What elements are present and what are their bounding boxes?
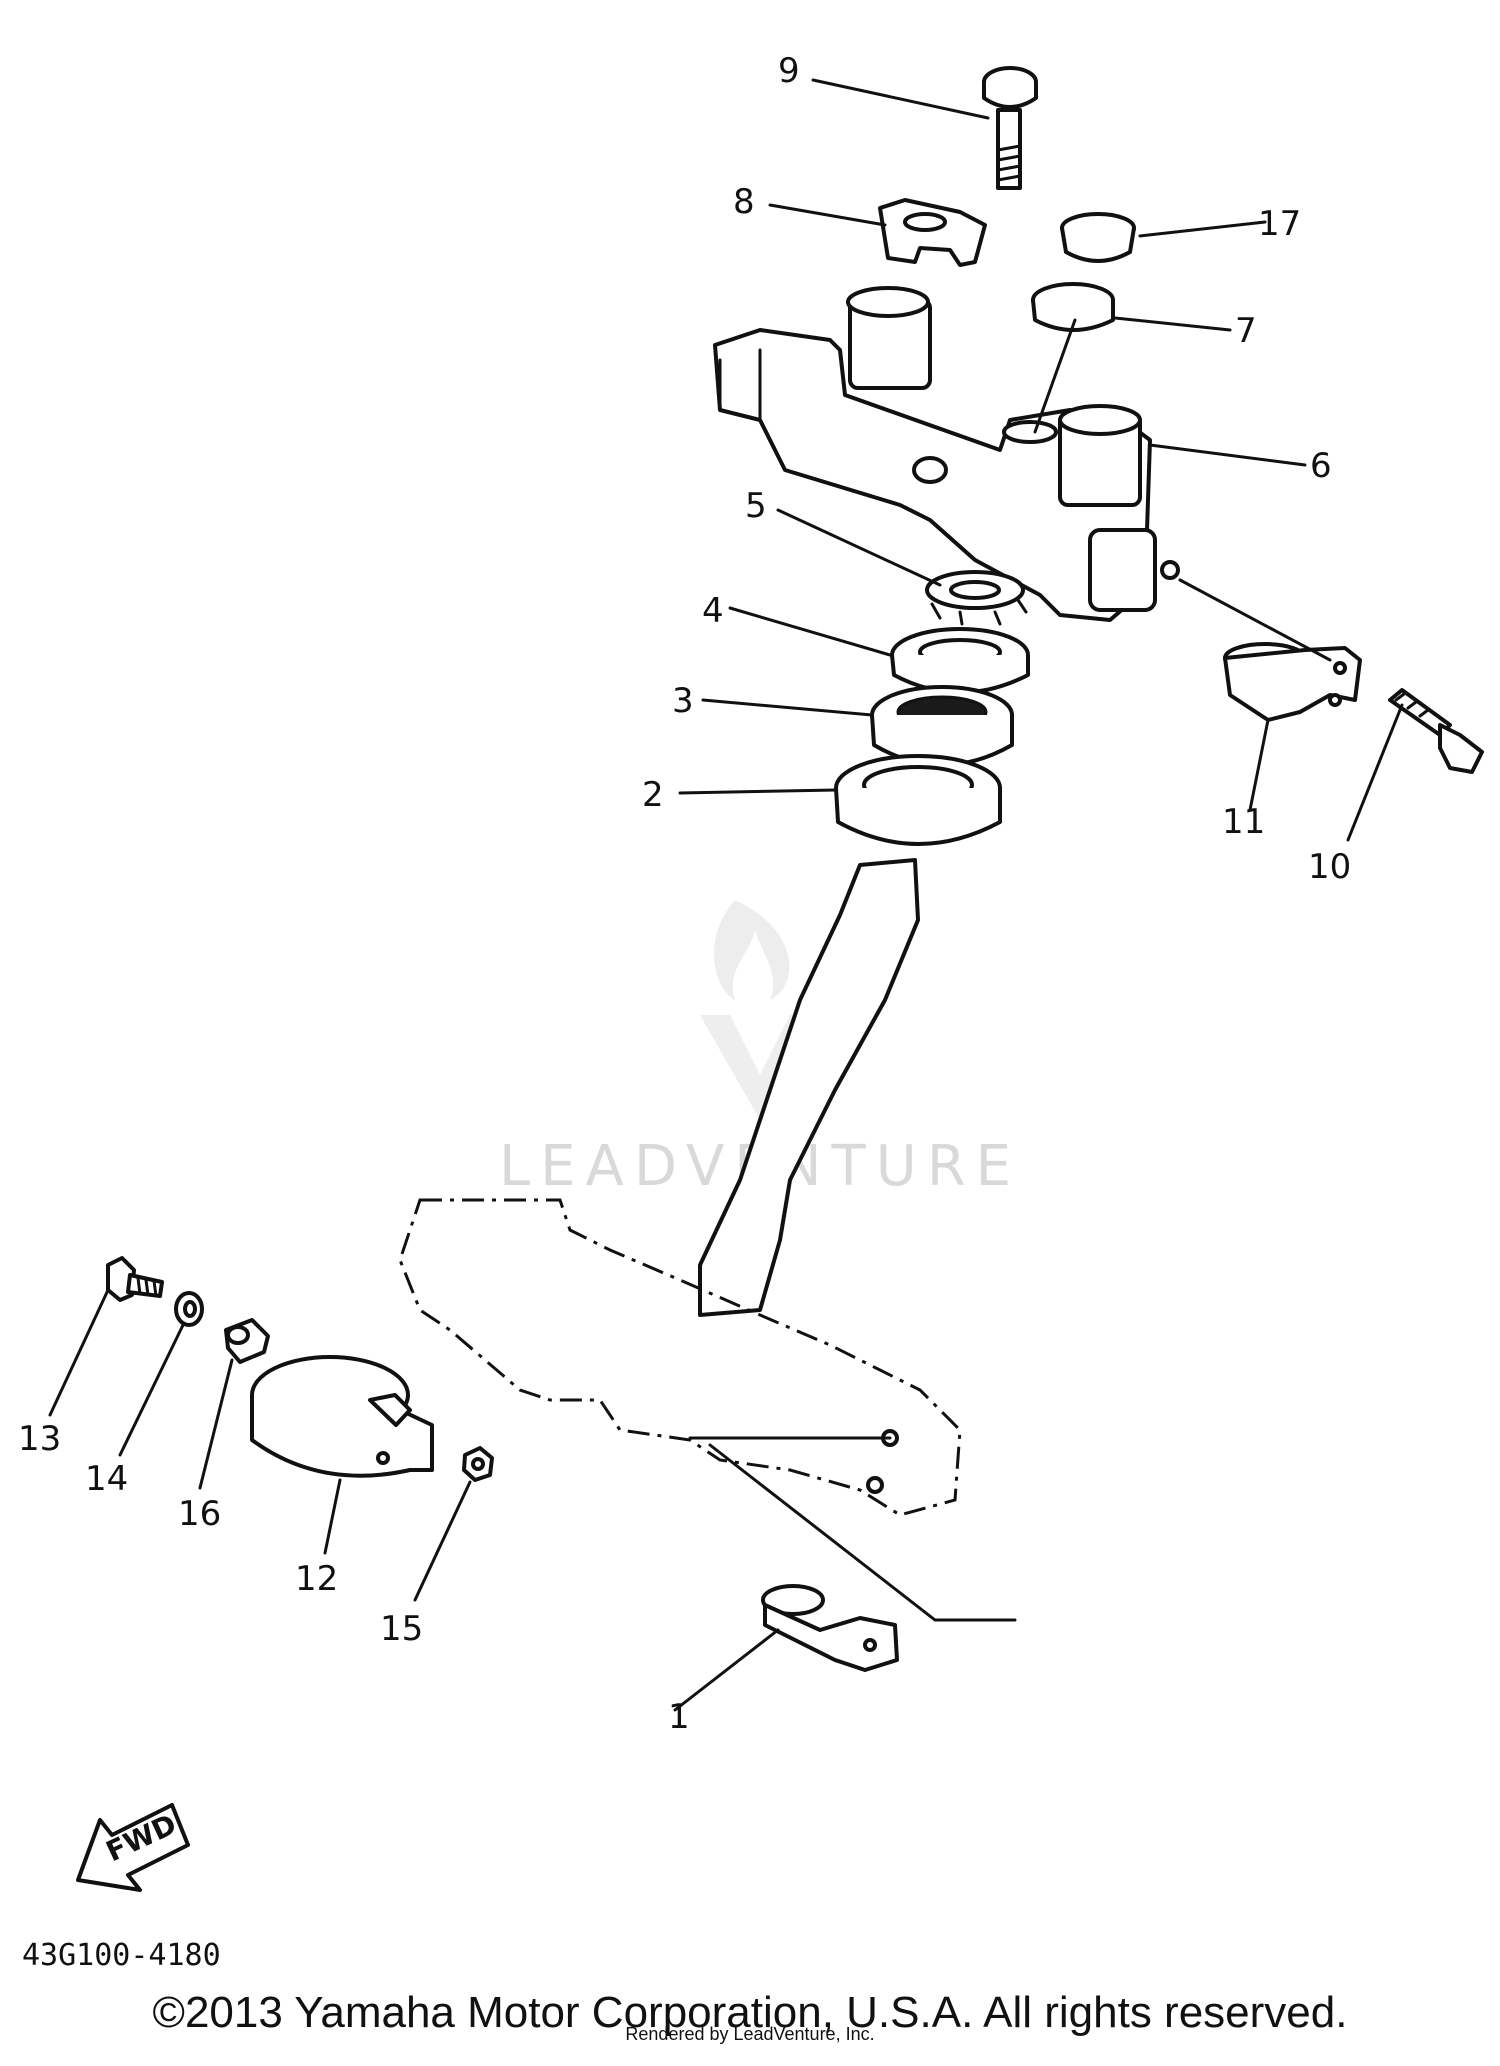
callout-4: 4	[702, 591, 724, 631]
part-8-handlebar-holder-icon	[878, 198, 987, 267]
part-7-damper-icon	[1031, 282, 1115, 332]
callout-3: 3	[672, 681, 694, 721]
callout-8: 8	[733, 182, 755, 222]
part-6-upper-bracket-icon	[713, 286, 1180, 622]
leader-lines	[48, 78, 1404, 1712]
part-4-cover-icon	[890, 627, 1030, 695]
callout-7: 7	[1235, 311, 1257, 351]
callout-12: 12	[295, 1559, 338, 1599]
callout-9: 9	[778, 51, 800, 91]
part-14-washer-icon	[174, 1291, 204, 1327]
callout-15: 15	[380, 1609, 423, 1649]
part-3-bearing-icon	[870, 685, 1014, 767]
part-10-bolt-icon	[1388, 688, 1484, 774]
callout-13: 13	[18, 1419, 61, 1459]
fwd-arrow-icon: FWD	[76, 1803, 190, 1892]
part-9-bolt-icon	[982, 66, 1038, 190]
copyright-notice: ©2013 Yamaha Motor Corporation, U.S.A. A…	[152, 1988, 1348, 2037]
callout-2: 2	[642, 775, 664, 815]
callout-17: 17	[1258, 204, 1301, 244]
part-1-steering-stem-icon	[398, 858, 1017, 1672]
diagram-code: 43G100-4180	[22, 1938, 221, 1973]
callout-16: 16	[178, 1494, 221, 1534]
callout-5: 5	[745, 486, 767, 526]
part-2-race-icon	[834, 754, 1002, 846]
part-15-nut-icon	[462, 1446, 494, 1482]
callout-1: 1	[668, 1697, 690, 1737]
callout-11: 11	[1222, 802, 1265, 842]
part-5-ring-nut-icon	[925, 570, 1028, 626]
rendered-by-note: Rendered by LeadVenture, Inc.	[625, 2024, 875, 2044]
part-16-collar-icon	[224, 1318, 270, 1364]
part-13-bolt-icon	[106, 1256, 164, 1302]
part-17-cap-icon	[1060, 212, 1136, 263]
callout-6: 6	[1310, 446, 1332, 486]
callout-10: 10	[1308, 847, 1351, 887]
callout-numbers: 1 2 3 4 5 6 7 8 9 10 11 12 13 14 15 16 1…	[18, 51, 1351, 1737]
part-11-guide-icon	[1223, 642, 1362, 722]
part-12-clamp-icon	[250, 1355, 434, 1478]
callout-14: 14	[85, 1459, 128, 1499]
